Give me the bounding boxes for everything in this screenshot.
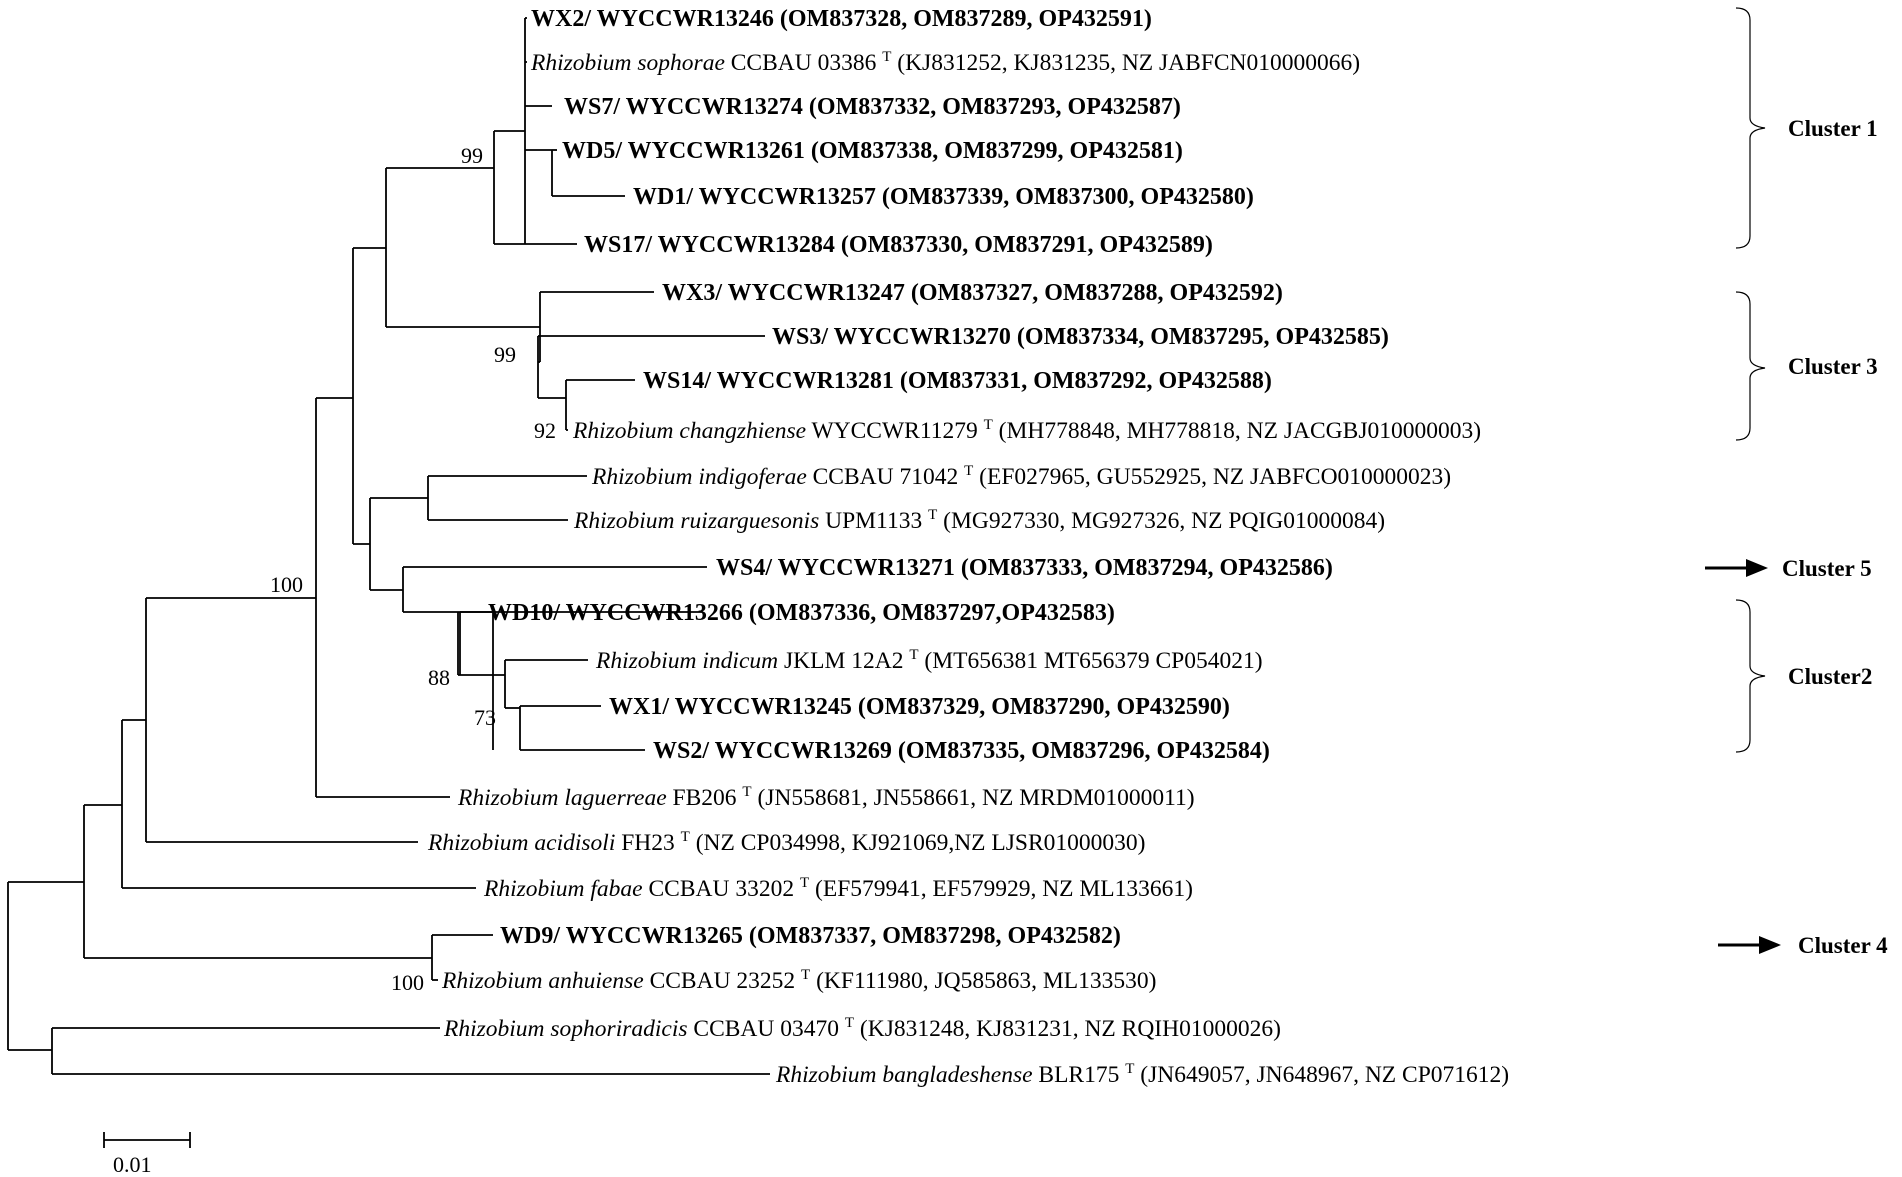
leaf-label-wx1: WX1/ WYCCWR13245 (OM837329, OM837290, OP…: [609, 694, 1230, 720]
bootstrap-value: 99: [461, 143, 483, 168]
leaf-label-ws3: WS3/ WYCCWR13270 (OM837334, OM837295, OP…: [772, 324, 1389, 350]
cluster-2-bracket: [1735, 599, 1766, 753]
leaf-label-ws14: WS14/ WYCCWR13281 (OM837331, OM837292, O…: [643, 368, 1272, 394]
bootstrap-value: 100: [391, 970, 424, 995]
leaf-label-wx3: WX3/ WYCCWR13247 (OM837327, OM837288, OP…: [662, 280, 1283, 306]
leaf-label-wd1: WD1/ WYCCWR13257 (OM837339, OM837300, OP…: [633, 184, 1254, 210]
bootstrap-value: 92: [534, 418, 556, 443]
leaf-label-ws2: WS2/ WYCCWR13269 (OM837335, OM837296, OP…: [653, 738, 1270, 764]
cluster-annotations: Cluster 1 Cluster 3 Cluster 5 Cluster2 C…: [1705, 7, 1888, 958]
cluster-4-label: Cluster 4: [1798, 933, 1888, 958]
arrow-right-icon: [1759, 936, 1781, 954]
leaf-labels: WX2/ WYCCWR13246 (OM837328, OM837289, OP…: [427, 6, 1509, 1088]
arrow-right-icon: [1746, 559, 1768, 577]
scale-bar-label: 0.01: [113, 1152, 152, 1177]
leaf-label-ws4: WS4/ WYCCWR13271 (OM837333, OM837294, OP…: [716, 555, 1333, 581]
leaf-label-ws17: WS17/ WYCCWR13284 (OM837330, OM837291, O…: [584, 232, 1213, 258]
leaf-label-acidisoli: Rhizobium acidisoli FH23 T (NZ CP034998,…: [427, 829, 1146, 856]
cluster-2-label: Cluster2: [1788, 664, 1872, 689]
leaf-label-indigoferae: Rhizobium indigoferae CCBAU 71042 T (EF0…: [591, 463, 1451, 490]
leaf-label-ruizarguesonis: Rhizobium ruizarguesonis UPM1133 T (MG92…: [573, 507, 1385, 534]
leaf-label-ws7: WS7/ WYCCWR13274 (OM837332, OM837293, OP…: [564, 94, 1181, 120]
leaf-label-wd9: WD9/ WYCCWR13265 (OM837337, OM837298, OP…: [500, 923, 1121, 949]
leaf-label-sophorae: Rhizobium sophorae CCBAU 03386 T (KJ8312…: [530, 49, 1360, 76]
bootstrap-value: 99: [494, 342, 516, 367]
tree-branches: [7, 17, 770, 1075]
leaf-label-wd10: WD10/ WYCCWR13266 (OM837336, OM837297,OP…: [488, 600, 1115, 626]
leaf-label-changzhiense: Rhizobium changzhiense WYCCWR11279 T (MH…: [572, 417, 1481, 444]
scale-bar: 0.01: [103, 1132, 191, 1177]
leaf-label-sophoriradicis: Rhizobium sophoriradicis CCBAU 03470 T (…: [443, 1015, 1281, 1042]
cluster-3-bracket: [1735, 291, 1766, 441]
leaf-label-anhuiense: Rhizobium anhuiense CCBAU 23252 T (KF111…: [441, 967, 1156, 994]
leaf-label-bangladeshense: Rhizobium bangladeshense BLR175 T (JN649…: [775, 1061, 1509, 1088]
cluster-5-label: Cluster 5: [1782, 556, 1872, 581]
leaf-label-indicum: Rhizobium indicum JKLM 12A2 T (MT656381 …: [595, 647, 1263, 674]
leaf-label-fabae: Rhizobium fabae CCBAU 33202 T (EF579941,…: [483, 875, 1193, 902]
leaf-label-wd5: WD5/ WYCCWR13261 (OM837338, OM837299, OP…: [562, 138, 1183, 164]
bootstrap-value: 100: [270, 572, 303, 597]
cluster-3-label: Cluster 3: [1788, 354, 1878, 379]
bootstrap-values: 99 99 92 100 88 73 100: [270, 143, 556, 995]
cluster-1-bracket: [1735, 7, 1766, 249]
bootstrap-value: 88: [428, 665, 450, 690]
leaf-label-laguerreae: Rhizobium laguerreae FB206 T (JN558681, …: [457, 784, 1195, 811]
leaf-label-wx2: WX2/ WYCCWR13246 (OM837328, OM837289, OP…: [531, 6, 1152, 32]
bootstrap-value: 73: [474, 705, 496, 730]
cluster-1-label: Cluster 1: [1788, 116, 1878, 141]
